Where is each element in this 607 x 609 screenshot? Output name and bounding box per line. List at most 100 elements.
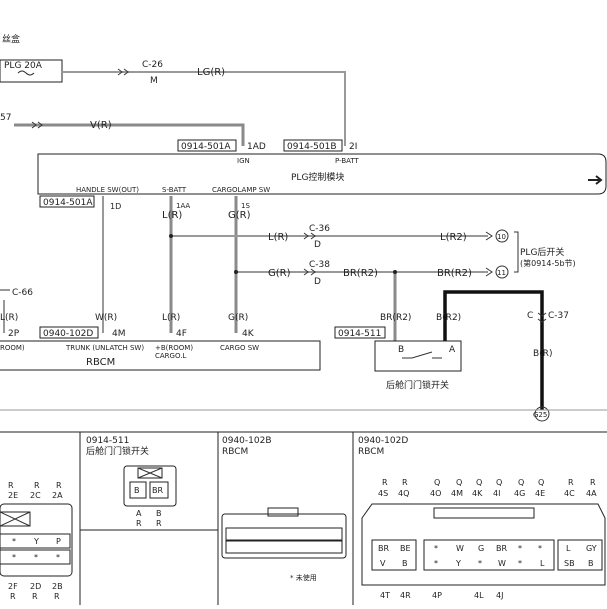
- left-bottom-pin: 2F: [8, 582, 18, 591]
- p102d-cell: W: [456, 544, 464, 553]
- p102d-bottom-pin: 4T: [380, 591, 390, 600]
- ground-g25-label: G25: [533, 411, 547, 419]
- v-wire: [14, 123, 245, 146]
- rbcm-box: [0, 340, 321, 371]
- p102d-cell: *: [434, 544, 438, 553]
- p102d-block-left: [371, 539, 417, 571]
- p102d-name: RBCM: [358, 447, 384, 457]
- ref-box-511: [334, 326, 386, 339]
- c26-pin: M: [150, 76, 158, 86]
- pin-4k: 4K: [242, 329, 255, 339]
- pin-1d: 1D: [110, 202, 121, 211]
- c37-label: C-37: [548, 311, 569, 321]
- left-bottom-row: R: [32, 592, 38, 601]
- plg-module-title: PLG控制模块: [291, 171, 344, 183]
- p102d-cell: *: [478, 559, 482, 568]
- left-bottom-row: R: [54, 592, 60, 601]
- p102b-name: RBCM: [222, 447, 248, 457]
- left-cell: *: [56, 553, 60, 562]
- p102d-cell: V: [380, 559, 386, 568]
- node-10-label: 10: [497, 233, 506, 241]
- p511-ref: 0914-511: [86, 436, 129, 446]
- c36-label: C-36: [309, 224, 330, 234]
- plg-switch-label: PLG后开关: [520, 246, 564, 258]
- p102d-body: [361, 503, 606, 586]
- node-10: [495, 229, 509, 243]
- left-bottom-pin: 2D: [30, 582, 41, 591]
- p102d-cell: W: [498, 559, 506, 568]
- gr-under-cargo: G(R): [228, 210, 251, 221]
- arrow-10-icon: [485, 231, 493, 241]
- p102d-cell: L: [566, 544, 571, 553]
- pin-1ad: 1AD: [247, 142, 266, 152]
- left-cell: *: [34, 553, 38, 562]
- c37-connector-icon: [537, 312, 547, 323]
- br2-vert-label: B(R2): [436, 313, 461, 323]
- rbcm-name: RBCM: [86, 357, 115, 368]
- brr2-mid-label: BR(R2): [343, 268, 378, 279]
- left-top-row: R: [56, 481, 62, 490]
- brr2-vert-label: BR(R2): [380, 313, 411, 323]
- p511-cell: [149, 481, 169, 499]
- plg-switch-ref: (第0914-5b节): [520, 258, 576, 268]
- p102d-block-center: [423, 539, 555, 571]
- p102d-cell: BR: [496, 544, 507, 553]
- left-cell-row: [0, 549, 71, 565]
- node-11-label: 11: [497, 269, 506, 277]
- p102d-cell: *: [518, 544, 522, 553]
- p102d-top-row: Q: [496, 478, 502, 487]
- left-top-row: R: [8, 481, 14, 490]
- cargo-l-label: CARGO.L: [155, 352, 186, 360]
- lr-vert-label: L(R): [162, 313, 180, 323]
- br2-black-wire: [443, 290, 544, 410]
- p511-row: R: [156, 519, 162, 528]
- p102d-top-row: Q: [476, 478, 482, 487]
- ref-box-501a-bottom: [39, 195, 95, 208]
- p102d-top-row: Q: [538, 478, 544, 487]
- latch-pin-b: B: [398, 345, 404, 355]
- left-partial-label: 57: [0, 113, 11, 123]
- node-11: [495, 265, 509, 279]
- p102d-cell: G: [478, 544, 484, 553]
- fuse-label: PLG 20A: [4, 61, 43, 71]
- ref-box-102d: [39, 326, 99, 339]
- p102d-ref: 0940-102D: [358, 436, 408, 446]
- c38-connector-icon: [303, 268, 316, 276]
- pin-4f: 4F: [176, 329, 187, 339]
- ref-box-501b: [283, 139, 343, 152]
- wr-label: W(R): [95, 313, 117, 323]
- left-cell: Y: [33, 537, 39, 546]
- p102d-top-row: Q: [456, 478, 462, 487]
- gr-vert-label: G(R): [228, 313, 248, 323]
- left-top-pin: 2C: [30, 491, 41, 500]
- p102d-cell: *: [434, 559, 438, 568]
- p102d-cell: SB: [564, 559, 575, 568]
- left-cell-row: [0, 533, 71, 549]
- ref-box-501a-top: [177, 139, 237, 152]
- v-connector-icon: [31, 121, 43, 129]
- p102d-cell: B: [402, 559, 408, 568]
- latch-pin-a: A: [449, 345, 456, 355]
- left-top-pin: 2E: [8, 491, 18, 500]
- p102d-top-pin: 4C: [564, 489, 575, 498]
- p102d-top-pin: 4K: [472, 489, 483, 498]
- x-mark-icon: [0, 511, 31, 527]
- connector-102b-panel: 0940-102B RBCM * 未使用: [221, 436, 347, 582]
- ign-label: IGN: [237, 157, 250, 165]
- brr2-right-label: BR(R2): [437, 268, 472, 279]
- p102d-top-row: R: [568, 478, 574, 487]
- p511-name: 后舱门门锁开关: [86, 445, 149, 457]
- p102d-top-pin: 4E: [535, 489, 545, 498]
- left-connector-latch: [0, 511, 31, 527]
- p511-cell-label: B: [134, 486, 140, 495]
- p102d-cell: L: [540, 559, 545, 568]
- p102d-top-row: R: [402, 478, 408, 487]
- ref-501a-top: 0914-501A: [181, 142, 231, 152]
- p102d-top-pin: 4I: [493, 489, 500, 498]
- fuse-symbol: [17, 70, 35, 76]
- gr-mid-label: G(R): [268, 268, 291, 279]
- p102d-latch: [433, 507, 535, 519]
- p102d-cell: BE: [400, 544, 411, 553]
- p102d-top-pin: 4S: [378, 489, 388, 498]
- ref-501b: 0914-501B: [287, 142, 337, 152]
